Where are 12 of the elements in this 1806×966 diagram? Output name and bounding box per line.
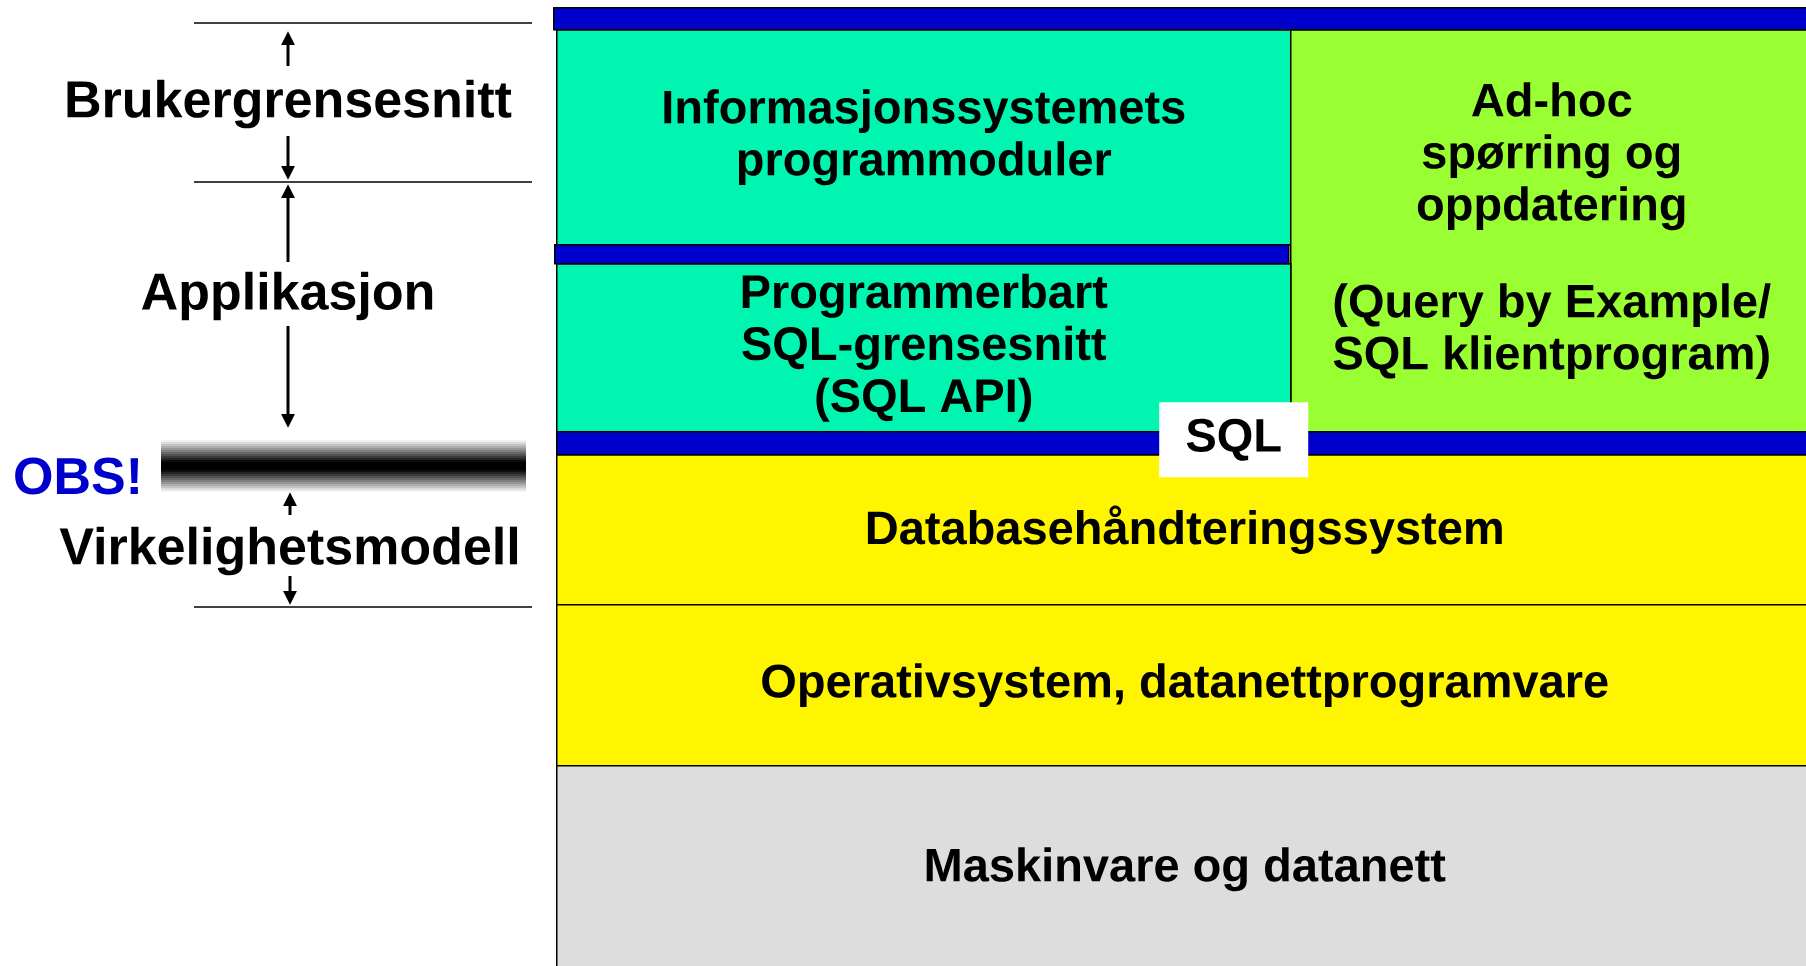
side-label: Applikasjon <box>141 271 433 321</box>
interface-bar <box>554 244 1290 265</box>
side-label: OBS! <box>15 457 139 495</box>
layer-box: Ad-hoc spørring og oppdatering (Query by Example/ SQL klientprogram) <box>1290 29 1806 433</box>
node-label: Databasehåndteringssystem <box>867 505 1502 555</box>
side-label: Virkelighetsmodell <box>59 526 518 576</box>
layer-box: Operativsystem, datanettprogramvare <box>556 604 1806 767</box>
layer-box: Maskinvare og datanett <box>556 765 1806 966</box>
layer-box: Informasjonssystemets programmoduler <box>556 29 1292 246</box>
side-label: Brukergrensesnitt <box>67 79 512 129</box>
label-box: SQL <box>1159 402 1309 478</box>
interface-bar <box>553 7 1806 31</box>
